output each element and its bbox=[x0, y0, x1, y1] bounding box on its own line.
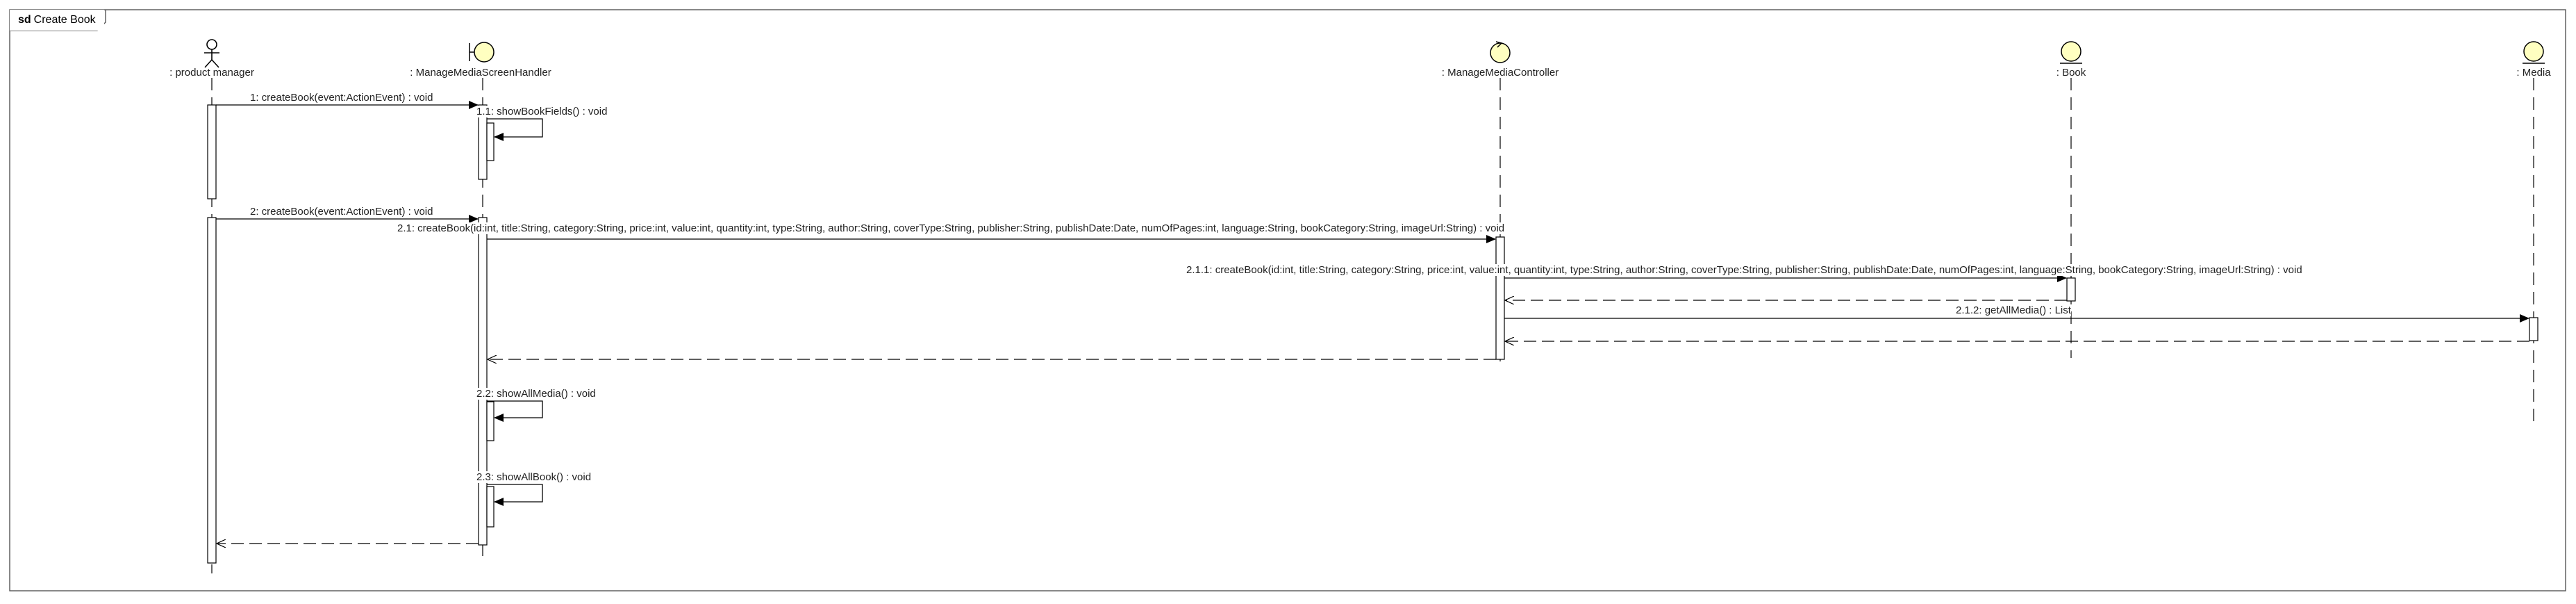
activation-bar bbox=[207, 104, 217, 199]
activation-bar bbox=[486, 401, 495, 441]
lifeline-name-book: : Book bbox=[2056, 67, 2086, 79]
frame-title: Create Book bbox=[33, 14, 96, 26]
lifeline-name-product-manager: : product manager bbox=[169, 67, 254, 79]
lifeline-name-screen-handler: : ManageMediaScreenHandler bbox=[410, 67, 551, 79]
message-label: 2.1.2: getAllMedia() : List bbox=[1956, 304, 2071, 316]
activation-bar bbox=[486, 122, 495, 161]
message-label: 2.2: showAllMedia() : void bbox=[476, 388, 596, 400]
entity-icon-media bbox=[2523, 41, 2545, 64]
message-label: 2.3: showAllBook() : void bbox=[476, 471, 592, 483]
lifeline-name-media: : Media bbox=[2516, 67, 2551, 79]
frame-keyword: sd bbox=[18, 14, 31, 26]
message-arrow-2-3 bbox=[487, 484, 543, 506]
message-arrow-2-2 bbox=[487, 400, 543, 422]
message-label: 2.1.1: createBook(id:int, title:String, … bbox=[1186, 264, 2302, 276]
control-icon bbox=[1490, 41, 1511, 63]
frame-border bbox=[9, 9, 2566, 591]
message-label: 2: createBook(event:ActionEvent) : void bbox=[250, 206, 433, 218]
activation-bar bbox=[486, 486, 495, 528]
message-label: 1.1: showBookFields() : void bbox=[476, 106, 608, 117]
entity-icon-book bbox=[2060, 41, 2082, 64]
message-arrow-1-1 bbox=[487, 118, 543, 141]
actor-icon bbox=[204, 39, 219, 68]
message-label: 1: createBook(event:ActionEvent) : void bbox=[250, 92, 433, 104]
activation-bar bbox=[1495, 236, 1505, 360]
activation-bar bbox=[207, 217, 217, 564]
message-label: 2.1: createBook(id:int, title:String, ca… bbox=[397, 222, 1505, 234]
lifeline-name-controller: : ManageMediaController bbox=[1441, 67, 1559, 79]
activation-bar bbox=[2066, 277, 2076, 302]
boundary-icon bbox=[469, 42, 495, 63]
activation-bar bbox=[2529, 317, 2538, 341]
activation-bar bbox=[478, 217, 488, 546]
